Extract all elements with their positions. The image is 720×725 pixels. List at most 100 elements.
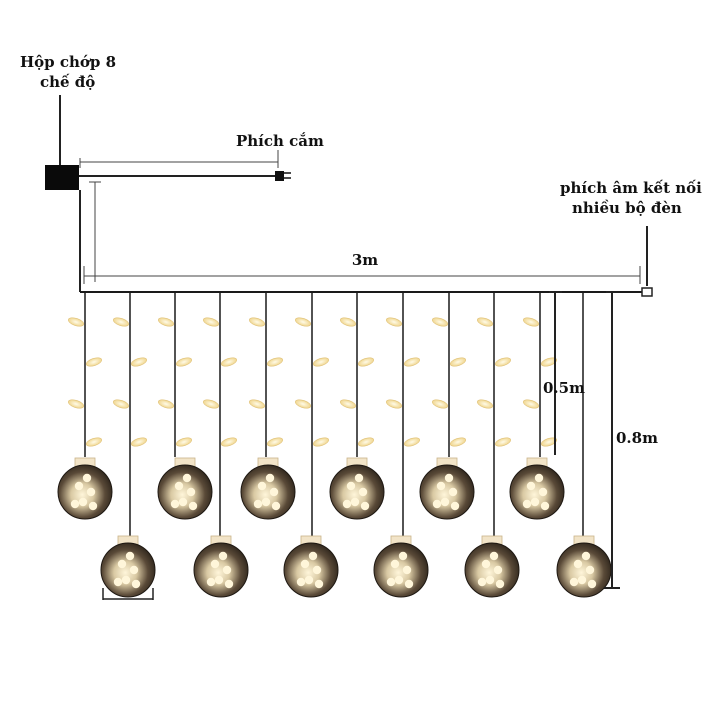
controller-label-line2: chế độ [40,73,96,91]
short-length-label: 0.5m [543,379,585,397]
led-bulb-icon [404,357,420,367]
led-bulb-icon [68,399,84,409]
led-bulb-body [477,317,493,327]
led-bulb-body [523,399,539,409]
globe-led [304,575,314,585]
led-bulb-body [131,357,147,367]
plug-icon [275,171,284,181]
globe-led [569,577,579,587]
globe-led [271,501,281,511]
globe-led [253,499,263,509]
led-bulb-body [313,357,329,367]
globe-led [82,473,92,483]
globe-led [214,575,224,585]
globe-led [404,579,414,589]
led-bulb-icon [131,357,147,367]
globe-ball-icon [464,535,520,598]
globe-led [314,579,324,589]
globe-led [522,499,532,509]
led-bulb-icon [477,399,493,409]
globe-led [540,501,550,511]
connector-label-line1: phích âm kết nối [560,179,702,197]
globe-ball-icon [556,535,612,598]
led-bulb-icon [176,437,192,447]
globe-led [125,551,135,561]
globe-shell [157,464,213,520]
led-bulb-icon [432,317,448,327]
globe-shell [509,464,565,520]
globe-led [257,481,267,491]
led-bulb-body [495,437,511,447]
led-bulb-body [450,437,466,447]
globe-led [129,565,139,575]
led-bulb-icon [158,399,174,409]
led-bulb-icon [203,399,219,409]
globe-led [224,579,234,589]
globe-shell [464,542,520,598]
globe-led [585,565,595,575]
globe-led [186,487,196,497]
strand-group [57,292,612,598]
globe-led [440,497,450,507]
led-bulb-body [432,399,448,409]
globe-ball-icon [57,457,113,520]
led-bulb-icon [450,357,466,367]
led-bulb-body [267,437,283,447]
led-bulb-icon [249,317,265,327]
globe-led [350,497,360,507]
led-bulb-body [495,357,511,367]
led-bulb-icon [495,437,511,447]
led-bulb-body [541,357,557,367]
globe-led [222,565,232,575]
led-bulb-icon [450,437,466,447]
globe-ball-icon [419,457,475,520]
globe-led [300,559,310,569]
led-bulb-icon [68,317,84,327]
globe-led [182,473,192,483]
globe-led [354,473,364,483]
globe-shell [556,542,612,598]
globe-led [188,501,198,511]
led-bulb-icon [541,437,557,447]
led-bulb-body [176,437,192,447]
led-bulb-body [313,437,329,447]
led-bulb-icon [432,399,448,409]
led-bulb-icon [249,399,265,409]
globe-led [489,551,499,561]
led-bulb-body [358,437,374,447]
led-bulb-icon [203,317,219,327]
globe-led [265,473,275,483]
globe-ball-icon [329,457,385,520]
led-bulb-body [249,317,265,327]
bottom-bracket [102,588,154,600]
controller-label-line1: Hộp chớp 8 [20,53,117,71]
led-bulb-icon [313,357,329,367]
globe-led [444,473,454,483]
globe-led [312,565,322,575]
led-bulb-icon [404,437,420,447]
globe-led [131,579,141,589]
led-bulb-icon [221,437,237,447]
led-bulb-icon [541,357,557,367]
globe-led [402,565,412,575]
globe-ball-icon [100,535,156,598]
globe-shell [240,464,296,520]
led-bulb-body [477,399,493,409]
led-bulb-icon [86,357,102,367]
globe-led [74,481,84,491]
led-bulb-icon [295,317,311,327]
globe-led [206,577,216,587]
led-bulb-body [203,399,219,409]
globe-led [78,497,88,507]
globe-led [538,487,548,497]
width-label: 3m [351,251,379,269]
globe-led [493,565,503,575]
led-bulb-body [450,357,466,367]
globe-led [432,499,442,509]
globe-led [477,577,487,587]
led-bulb-icon [523,399,539,409]
globe-led [261,497,271,507]
globe-shell [283,542,339,598]
long-length-label: 0.8m [616,429,658,447]
globe-shell [193,542,249,598]
